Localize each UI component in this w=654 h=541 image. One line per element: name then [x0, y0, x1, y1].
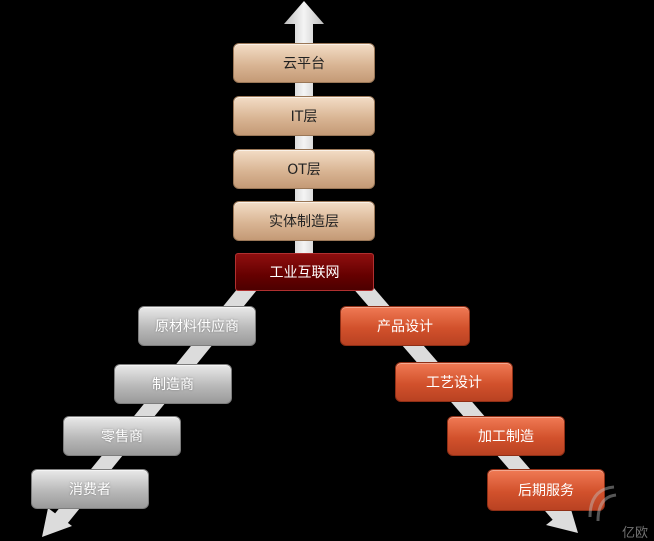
- raw-material-supplier-box: 原材料供应商: [138, 306, 256, 346]
- watermark-text: 亿欧: [622, 526, 648, 541]
- consumer-box: 消费者: [31, 469, 149, 509]
- manufacturer-box: 制造商: [114, 364, 232, 404]
- product-design-box: 产品设计: [340, 306, 470, 346]
- ot-layer-box: OT层: [233, 149, 375, 189]
- watermark-logo: 亿欧: [588, 485, 648, 541]
- after-sales-service-box: 后期服务: [487, 469, 605, 511]
- retailer-box: 零售商: [63, 416, 181, 456]
- physical-manufacturing-layer-box: 实体制造层: [233, 201, 375, 241]
- it-layer-box: IT层: [233, 96, 375, 136]
- processing-manufacturing-box: 加工制造: [447, 416, 565, 456]
- cloud-platform-box: 云平台: [233, 43, 375, 83]
- industrial-internet-box: 工业互联网: [235, 253, 374, 291]
- process-design-box: 工艺设计: [395, 362, 513, 402]
